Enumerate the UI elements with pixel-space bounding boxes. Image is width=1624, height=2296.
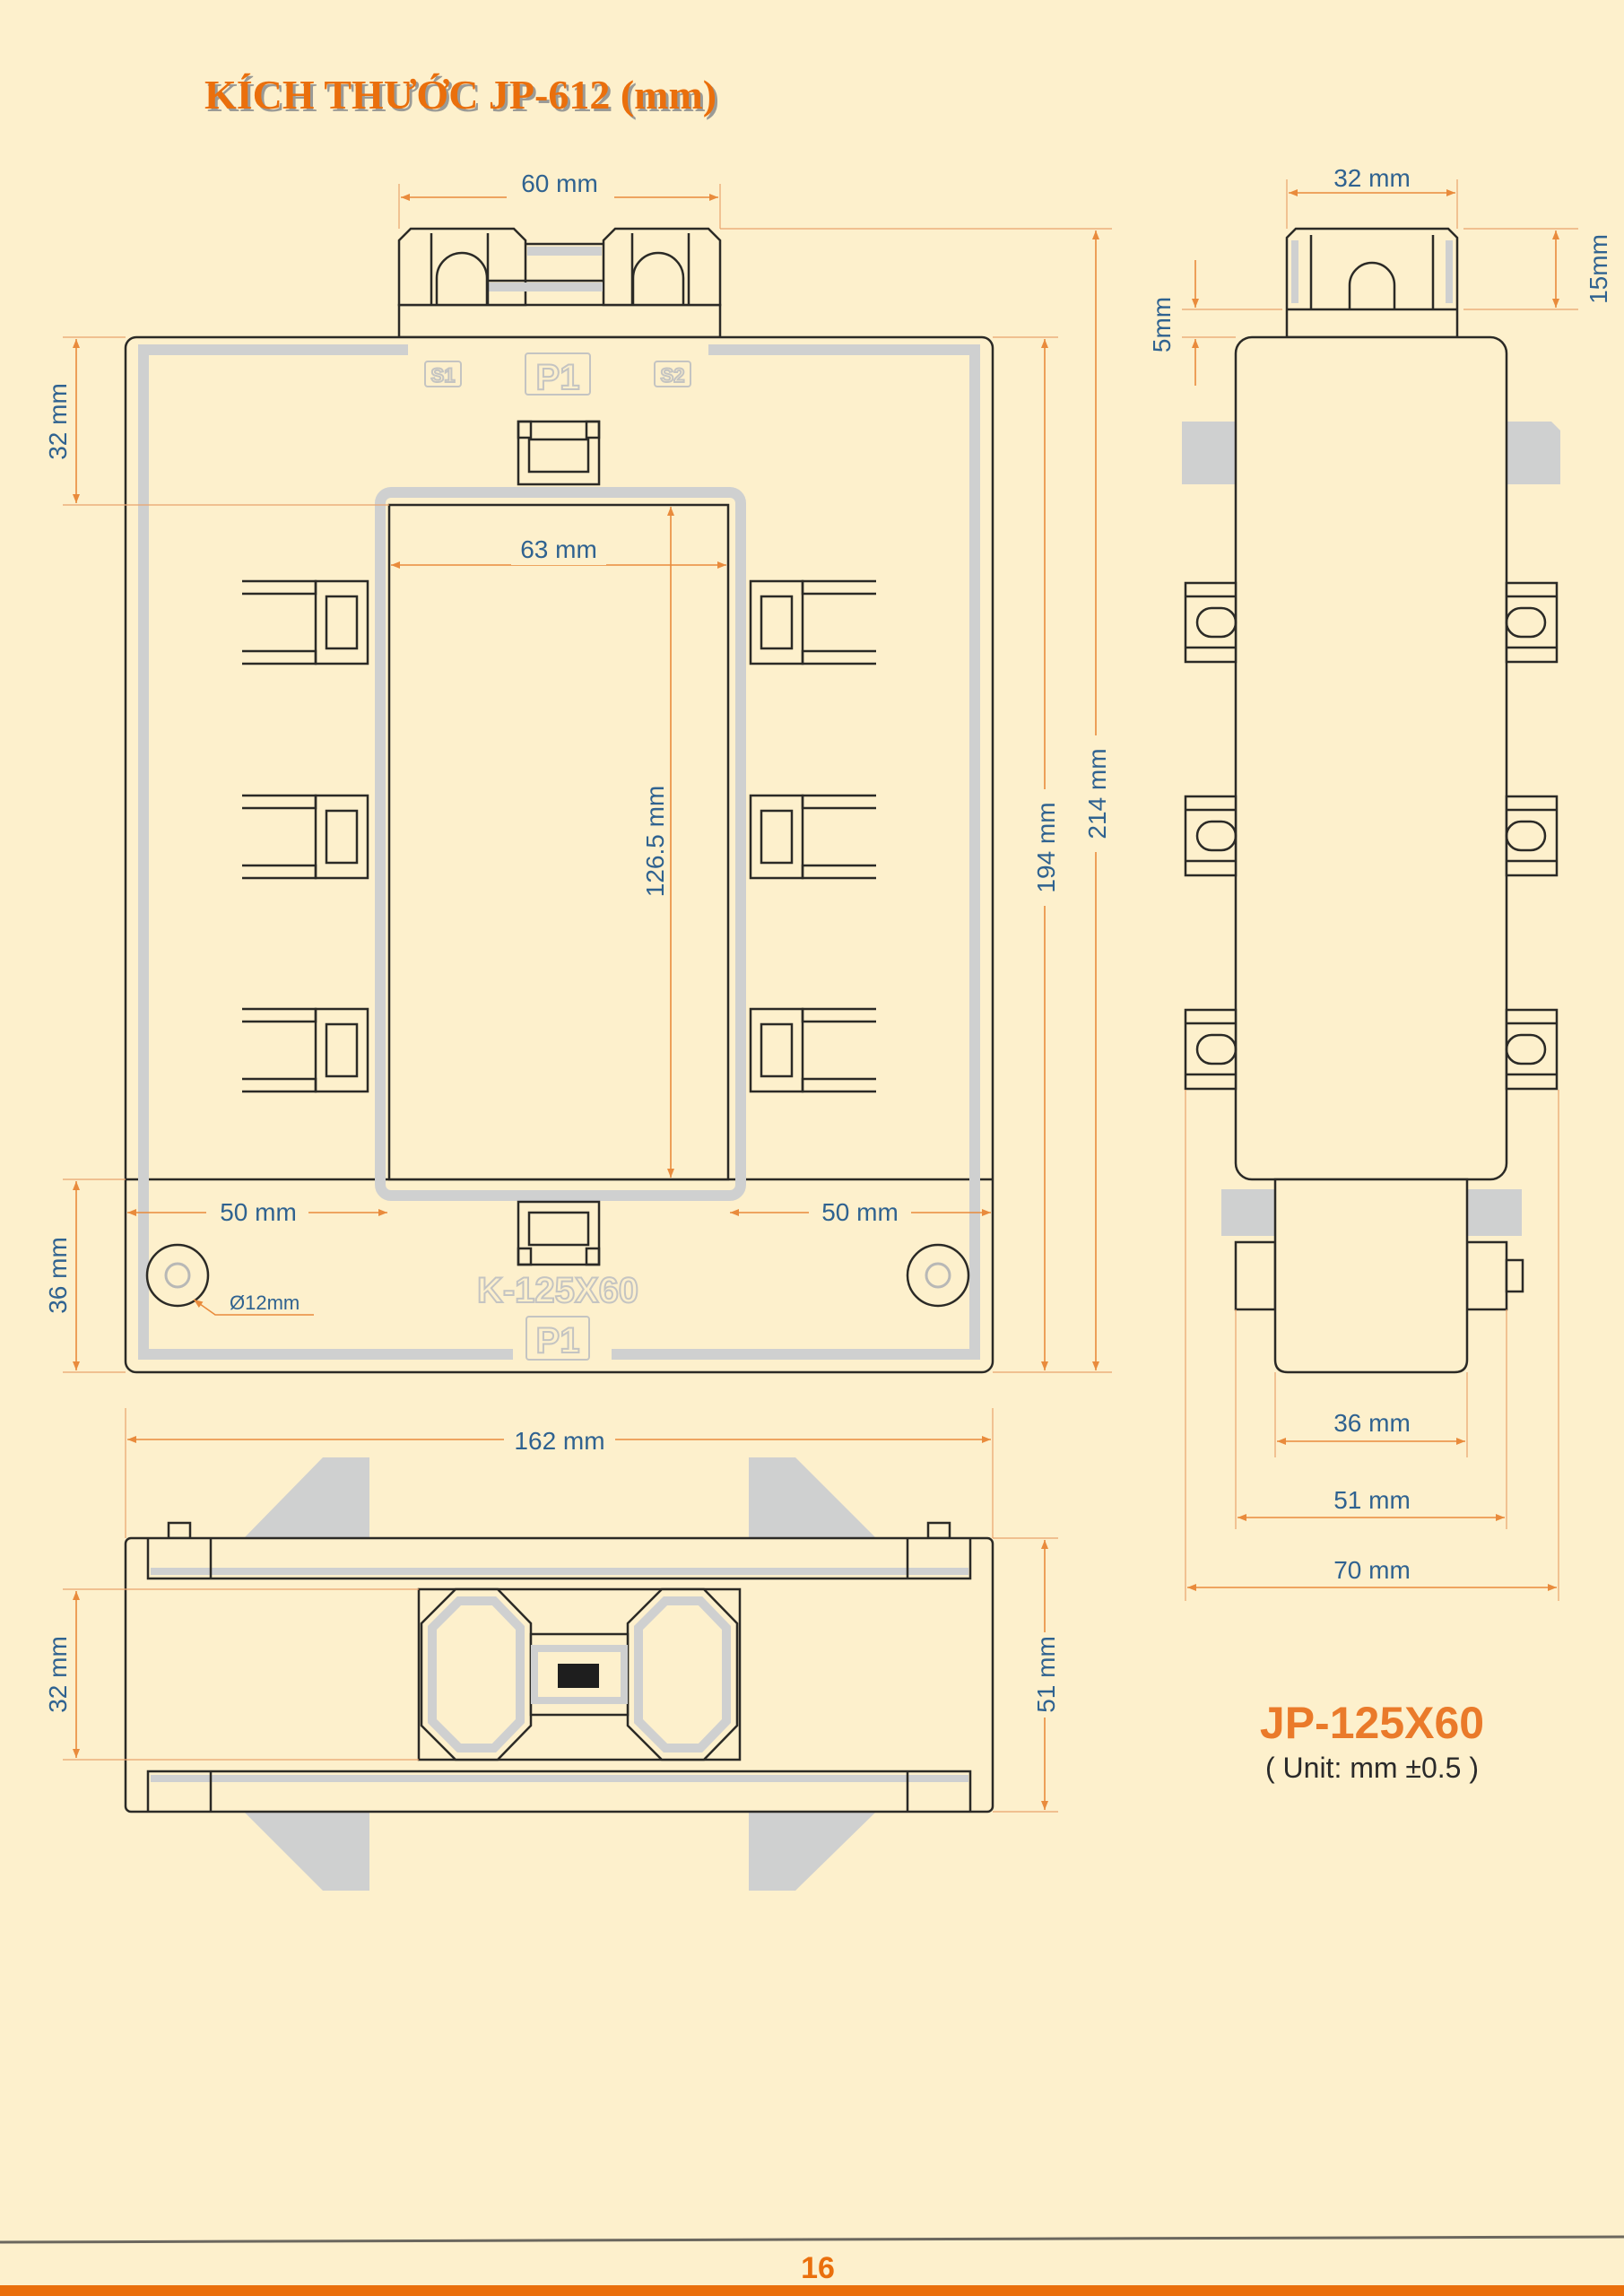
left-terminal-clips: [242, 579, 369, 1093]
bottom-clip: [517, 1200, 601, 1266]
dim-63mm: 63 mm: [520, 535, 597, 563]
top-clip: [517, 420, 601, 486]
dim-214mm: 214 mm: [1083, 748, 1111, 839]
side-bottom-section: [1221, 1178, 1524, 1374]
embossed-model: K-125X60: [477, 1271, 638, 1310]
dim-51mm-side: 51 mm: [1333, 1486, 1411, 1514]
dim-50mm-right: 50 mm: [821, 1198, 899, 1226]
dim-60mm: 60 mm: [521, 170, 598, 197]
dim-70mm: 70 mm: [1333, 1556, 1411, 1584]
embossed-p1-bottom: P1: [536, 1321, 580, 1361]
bottom-window: [417, 1587, 742, 1761]
embossed-s2: S2: [661, 364, 685, 387]
dim-hole-diameter: Ø12mm: [230, 1292, 300, 1314]
unit-note: ( Unit: mm ±0.5 ): [1265, 1752, 1479, 1784]
embossed-s1: S1: [431, 364, 456, 387]
bottom-window-slot: [558, 1664, 599, 1688]
side-clips-right: [1505, 581, 1559, 1091]
footer-bar: [0, 2285, 1624, 2296]
side-clips-left: [1184, 581, 1238, 1091]
dim-36mm-side: 36 mm: [1333, 1409, 1411, 1437]
dim-32mm-front: 32 mm: [44, 383, 72, 460]
side-view: 32 mm 15mm 5mm 36 mm 51 mm 70 mm: [1148, 161, 1612, 1601]
dim-32mm-side: 32 mm: [1333, 164, 1411, 192]
embossed-p1-top: P1: [536, 358, 580, 397]
dim-36mm-front: 36 mm: [44, 1237, 72, 1314]
dim-51mm-bottom: 51 mm: [1032, 1636, 1060, 1713]
page-title: KÍCH THƯỚC JP-612 (mm): [204, 72, 716, 117]
front-dimensions: 60 mm 32 mm 63 mm 126.5 mm 194 mm 214 mm…: [44, 169, 1112, 1373]
dim-50mm-left: 50 mm: [220, 1198, 297, 1226]
model-name: JP-125X60: [1260, 1698, 1484, 1748]
mounting-hole-right: [906, 1243, 970, 1308]
bottom-view: 162 mm 32 mm 51 mm: [44, 1408, 1060, 1891]
mounting-hole-left: [145, 1243, 210, 1308]
dim-126-5mm: 126.5 mm: [641, 786, 669, 898]
dim-162mm: 162 mm: [514, 1427, 604, 1455]
footer-divider: [0, 2235, 1624, 2244]
dim-32mm-bottom: 32 mm: [44, 1636, 72, 1713]
dim-5mm: 5mm: [1148, 297, 1176, 352]
dim-194mm: 194 mm: [1032, 802, 1060, 892]
page-number: 16: [801, 2251, 835, 2285]
dim-15mm: 15mm: [1585, 234, 1612, 304]
front-view: S1 P1 S2 K-125X60 P1 60 mm 32 mm 63 mm 1…: [44, 169, 1112, 1374]
side-top-tab: [1285, 227, 1459, 339]
top-terminal-tab: [397, 227, 722, 339]
right-terminal-clips: [749, 579, 876, 1093]
